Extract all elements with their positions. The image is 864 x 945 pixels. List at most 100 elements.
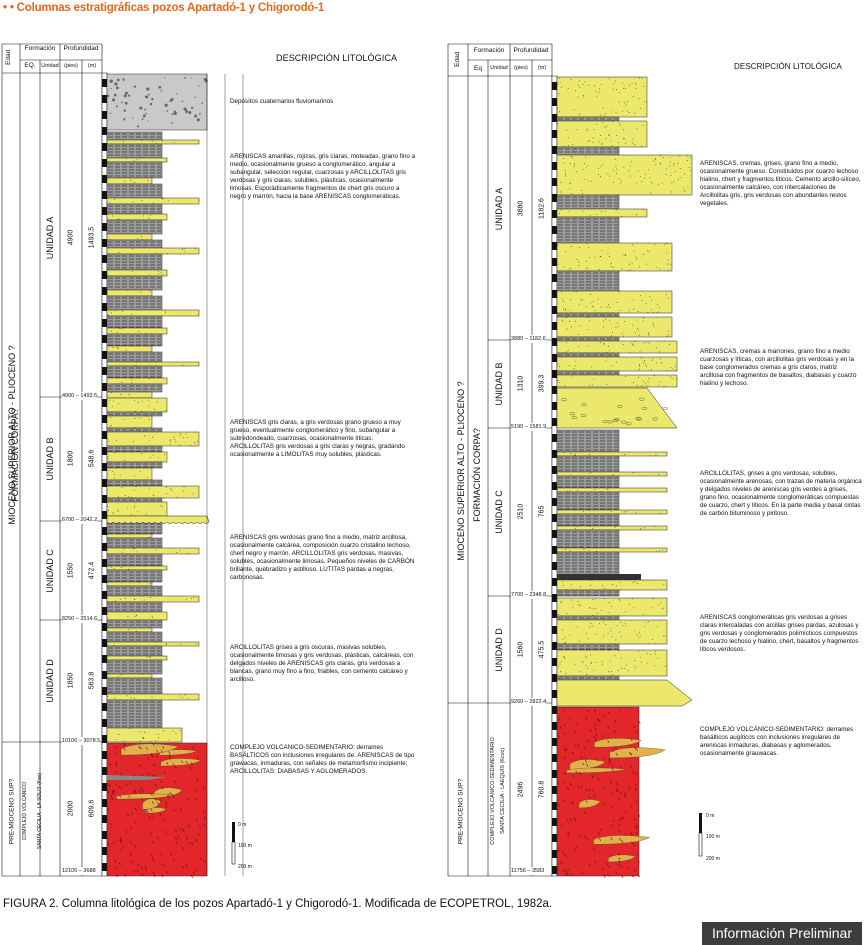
sandstone-bed	[556, 374, 678, 388]
chigorodo-volcanic-complex	[556, 706, 640, 877]
apartado-boundary-depth: 4900 – 1493.5	[62, 392, 98, 401]
chigorodo-eq-header: Eq	[474, 65, 482, 72]
apartado-desc-2: ARENISCAS amarillas, rojizas, gris clara…	[230, 153, 416, 201]
claystone-bed	[556, 529, 620, 549]
chigorodo-unit-label: UNIDAD A	[494, 187, 504, 231]
apartado-eq-header: EQ.	[24, 62, 36, 69]
apartado-desc-4: ARENISCAS gris verdosas grano fino a med…	[230, 534, 415, 582]
sandstone-bed	[556, 356, 678, 372]
chigorodo-profundidad-header: Profundidad	[513, 47, 549, 54]
apartado-boundary-depth: 12100 – 3688	[62, 867, 96, 876]
apartado-desc-5: ARCILLOLITAS grises a gris oscuras, masi…	[230, 644, 414, 684]
apartado-formacion-header: Formación	[24, 45, 56, 52]
conglomerate-bed	[556, 679, 693, 707]
preliminary-badge: Información Preliminar	[701, 922, 862, 945]
chigorodo-unit-pies: 1560	[517, 641, 525, 657]
chigorodo-desc-2: ARENISCAS, cremas a marrones, grano fino…	[700, 348, 857, 388]
sandstone-bed	[556, 547, 668, 553]
conglomerate-bed	[106, 515, 210, 524]
claystone-bed	[556, 491, 620, 511]
chigorodo-edad-header: Edad	[453, 51, 461, 67]
chigorodo-scale-bar	[699, 813, 702, 833]
chigorodo-scale-200: 200 m	[706, 856, 720, 862]
figure-caption: FIGURA 2. Columna litológica de los pozo…	[3, 898, 553, 910]
apartado-pies-header: (pies)	[64, 63, 78, 69]
figure-title: • • Columnas estratigráficas pozos Apart…	[3, 2, 325, 14]
chigorodo-pies-header: (pies)	[514, 65, 528, 71]
sandstone-bed	[556, 649, 668, 677]
apartado-boundary-depth: 6700 – 2042.2	[62, 516, 98, 525]
chigorodo-unit-label: UNIDAD B	[494, 362, 504, 406]
chigorodo-formacion-header: Formación	[473, 47, 505, 54]
chigorodo-unit-pies: 2496	[517, 781, 525, 797]
chigorodo-unidad-header: Unidad	[490, 65, 508, 71]
chigorodo-unit-label: UNIDAD D	[494, 627, 504, 672]
sandstone-bed	[556, 340, 678, 354]
sandstone-bed	[556, 619, 668, 645]
chigorodo-unit-m: 475.5	[538, 640, 546, 658]
chigorodo-formacion-main: FORMACIÓN CORPA?	[472, 428, 482, 522]
chigorodo-desc-4: ARENISCAS conglomeráticas gris verdosas …	[700, 614, 859, 654]
conglomerate-bed	[556, 387, 678, 429]
sandstone-bed	[556, 154, 693, 196]
chigorodo-desc-5: COMPLEJO VOLCÁNICO-SEDIMENTARIO: derrame…	[700, 726, 854, 758]
apartado-scale-200: 200 m	[238, 864, 252, 870]
claystone-bed	[556, 216, 620, 244]
basal-sandstone	[106, 727, 183, 743]
chigorodo-boundary-depth: 7700 – 2348.8	[511, 591, 547, 600]
chigorodo-scale-100: 100 m	[706, 834, 720, 840]
chigorodo-edad-main: MIOCENO SUPERIOR ALTO - PLIOCENO ?	[456, 381, 466, 561]
chigorodo-formacion-pre-1: COMPLEJO VOLCANICO-SEDIMENTARIO	[490, 737, 496, 845]
sandstone-bed	[556, 451, 668, 457]
coal-seam	[557, 574, 641, 580]
sandstone-bed	[556, 487, 668, 493]
chigorodo-m-header: (m)	[537, 65, 547, 71]
sandstone-bed	[556, 471, 668, 477]
chigorodo-lithology	[551, 75, 703, 879]
apartado-desc-6: COMPLEJO VOLCANICO-SEDIMENTARIO: derrame…	[230, 744, 415, 776]
chigorodo-unit-m: 399.3	[538, 374, 546, 393]
apartado-unidad-header: Unidad	[41, 63, 59, 69]
chigorodo-unit-label: UNIDAD C	[494, 490, 504, 534]
apartado-boundary-depth: 10100 – 3078.5	[62, 737, 101, 746]
apartado-m-header: (m)	[87, 63, 97, 69]
apartado-scale-0: 0 m	[238, 822, 247, 828]
chigorodo-unit-m: 765	[538, 505, 546, 518]
apartado-scale-100: 100 m	[238, 843, 252, 849]
chigorodo-unit-m: 1182.6	[538, 198, 546, 219]
chigorodo-boundary-depth: 9260 – 2822.4	[511, 698, 547, 707]
chigorodo-desc-3: ARCILLOLITAS, grises a gris verdosas, so…	[700, 470, 862, 518]
sandstone-bed	[556, 597, 668, 617]
claystone-bed	[556, 146, 620, 156]
chigorodo-boundary-depth: 5190 – 1581.9	[511, 423, 547, 432]
apartado-profundidad-header: Profundidad	[63, 45, 99, 52]
chigorodo-unit-pies: 3880	[517, 200, 525, 217]
apartado-boundary-depth: 8250 – 2514.6	[62, 615, 98, 624]
apartado-scale-bar	[232, 822, 235, 842]
sandstone-bed	[556, 290, 673, 314]
chigorodo-boundary-depth: 11756 – 3583	[511, 867, 545, 876]
quaternary-deposits	[106, 73, 208, 131]
sandstone-bed	[556, 525, 668, 531]
apartado-desc-3: ARENISCAS gris claras, a gris verdosas g…	[230, 419, 405, 459]
sandstone-bed	[556, 208, 648, 218]
sandstone-bed	[556, 579, 668, 591]
claystone-bed	[556, 589, 620, 597]
apartado-desc-title: DESCRIPCIÓN LITOLÓGICA	[276, 53, 398, 63]
apartado-lithology	[101, 72, 244, 878]
chigorodo-unit-pies: 2510	[517, 503, 525, 520]
sandstone-bed	[556, 242, 673, 272]
chigorodo-unit-m: 760.8	[538, 780, 546, 798]
chigorodo-desc-title: DESCRIPCIÓN LITOLÓGICA	[734, 62, 842, 71]
chigorodo-edad-pre: PRE-MIOCENO SUP?	[457, 778, 465, 845]
chigorodo-desc-1: ARENISCAS, cremas, grises, grano fino a …	[700, 160, 861, 208]
chigorodo-formacion-pre-2: SANTA CECILIA - LAEQUIS (Kcvc)	[500, 747, 506, 835]
grey-lens	[107, 775, 167, 780]
sandstone-bed	[556, 316, 673, 338]
chigorodo-boundary-depth: 3880 – 1182.6	[511, 335, 546, 344]
claystone-bed	[556, 551, 620, 577]
apartado-desc-1: Depósitos cuaternarios fluviomarinos	[230, 98, 334, 105]
chigorodo-scale-0: 0 m	[706, 813, 715, 819]
